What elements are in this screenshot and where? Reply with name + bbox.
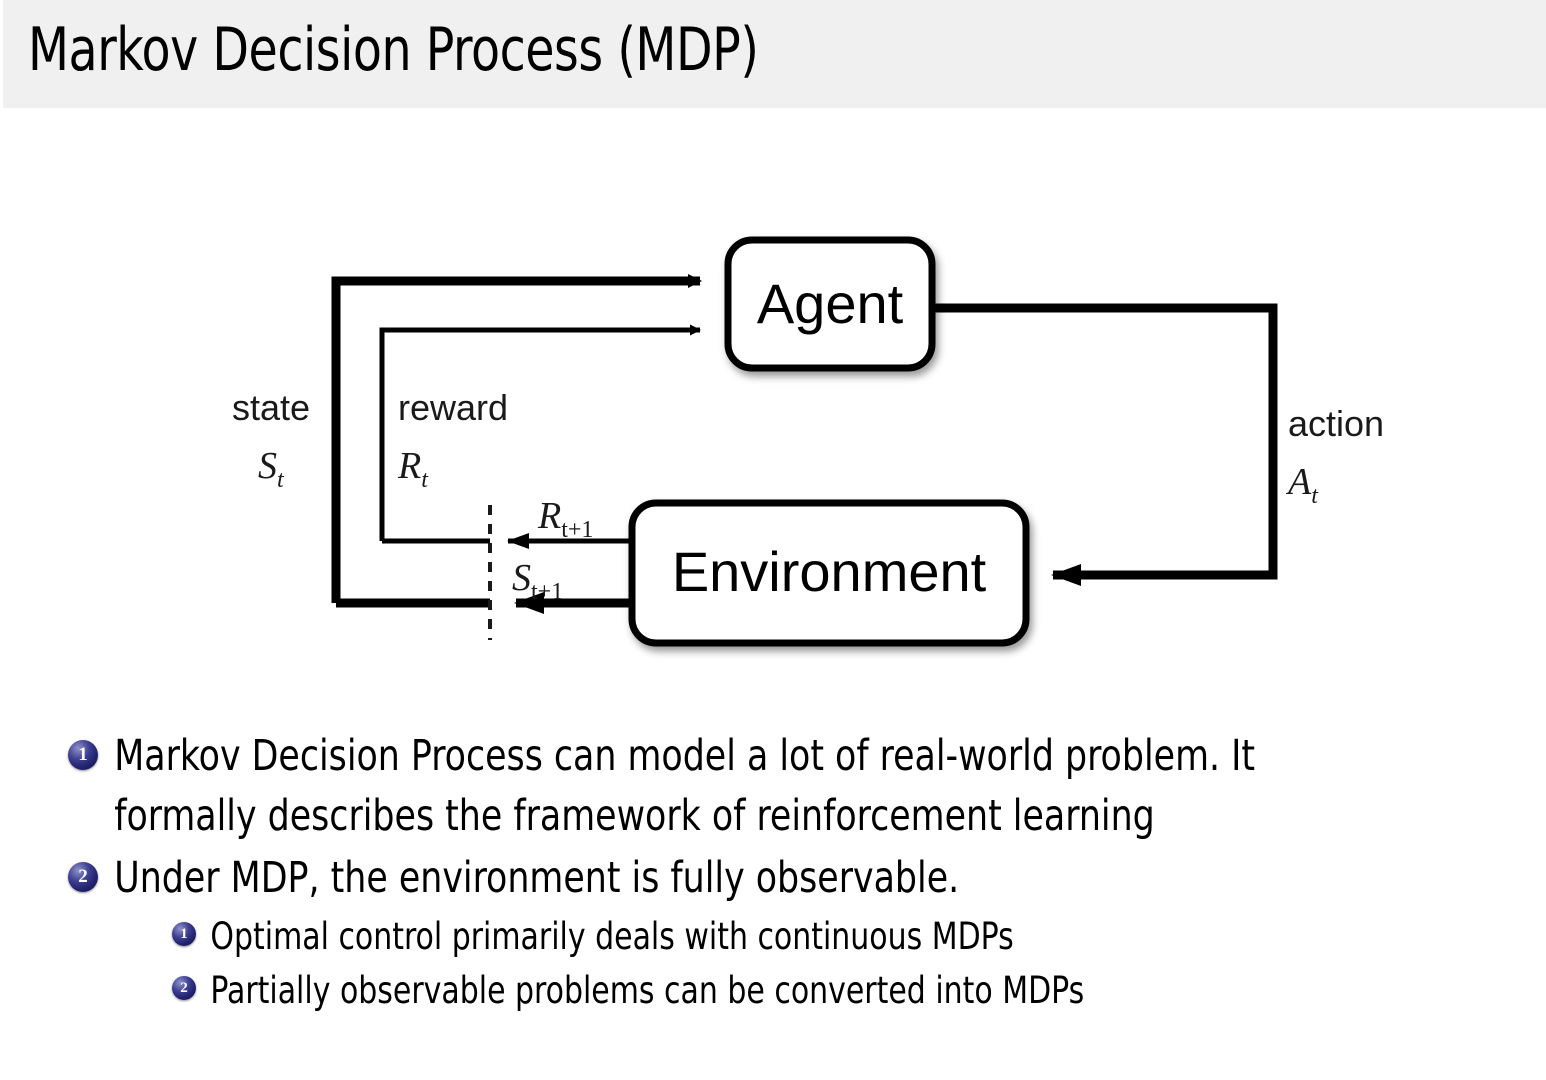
list-item: 1 Markov Decision Process can model a lo… [0,726,1546,846]
bullet-body: Under MDP, the environment is fully obse… [98,848,1401,908]
sub-bullet-text: Optimal control primarily deals with con… [210,915,1014,958]
label-state-word: state [232,387,310,428]
node-agent: Agent [724,236,936,372]
label-action: action At [1285,403,1384,509]
sub-list-item: 1 Optimal control primarily deals with c… [172,910,1546,964]
action-path [932,303,1278,586]
sub-bullet-body: Partially observable problems can be con… [196,964,1411,1018]
svg-text:St+1: St+1 [512,557,563,605]
node-environment: Environment [628,499,1030,647]
label-next-reward-symbol: R [537,495,561,537]
label-next-state-symbol: S [512,557,531,599]
label-next-state: St+1 [512,557,563,605]
bullet-list: 1 Markov Decision Process can model a lo… [0,726,1546,1018]
bullet-body: Markov Decision Process can model a lot … [98,726,1401,846]
svg-text:Rt+1: Rt+1 [537,495,593,543]
node-environment-label: Environment [672,540,987,603]
bullet-line: Markov Decision Process can model a lot … [114,726,1401,786]
label-action-symbol: A [1285,461,1312,503]
sub-bullet-marker-2: 2 [172,976,196,1000]
label-next-state-subscript: t+1 [531,579,563,605]
label-state-subscript: t [277,467,285,493]
bullet-marker-2: 2 [68,862,98,892]
label-action-subscript: t [1311,483,1319,509]
list-item: 2 Under MDP, the environment is fully ob… [0,848,1546,908]
label-reward-symbol: R [397,445,421,487]
label-state-symbol: S [258,445,277,487]
bullet-marker-1: 1 [68,740,98,770]
label-reward-word: reward [398,387,508,428]
bullet-line: Under MDP, the environment is fully obse… [114,848,1401,908]
bullet-line-text: Markov Decision Process can model a lot … [114,731,1256,781]
sub-bullet-text: Partially observable problems can be con… [210,969,1085,1012]
svg-text:At: At [1285,461,1319,509]
label-next-reward-subscript: t+1 [561,517,593,543]
sub-bullet-list: 1 Optimal control primarily deals with c… [0,910,1546,1018]
state-feedback-path [331,274,702,608]
sub-list-item: 2 Partially observable problems can be c… [172,964,1546,1018]
node-agent-label: Agent [757,272,904,335]
sub-bullet-marker-1: 1 [172,922,196,946]
svg-text:Rt: Rt [397,445,429,493]
bullet-line-text: Under MDP, the environment is fully obse… [114,853,960,903]
label-action-word: action [1288,403,1384,444]
svg-text:St: St [258,445,285,493]
bullet-line: formally describes the framework of rein… [114,786,1401,846]
sub-bullet-body: Optimal control primarily deals with con… [196,910,1411,964]
slide-header: Markov Decision Process (MDP) [0,0,1546,108]
label-next-reward: Rt+1 [537,495,593,543]
label-reward: reward Rt [397,387,508,493]
reward-feedback-path [379,324,701,544]
page-title: Markov Decision Process (MDP) [28,15,759,85]
label-reward-subscript: t [421,467,429,493]
label-state: state St [232,387,310,493]
bullet-line-text: formally describes the framework of rein… [114,791,1155,841]
agent-environment-diagram: Agent Environment state St reward Rt act… [0,108,1546,708]
